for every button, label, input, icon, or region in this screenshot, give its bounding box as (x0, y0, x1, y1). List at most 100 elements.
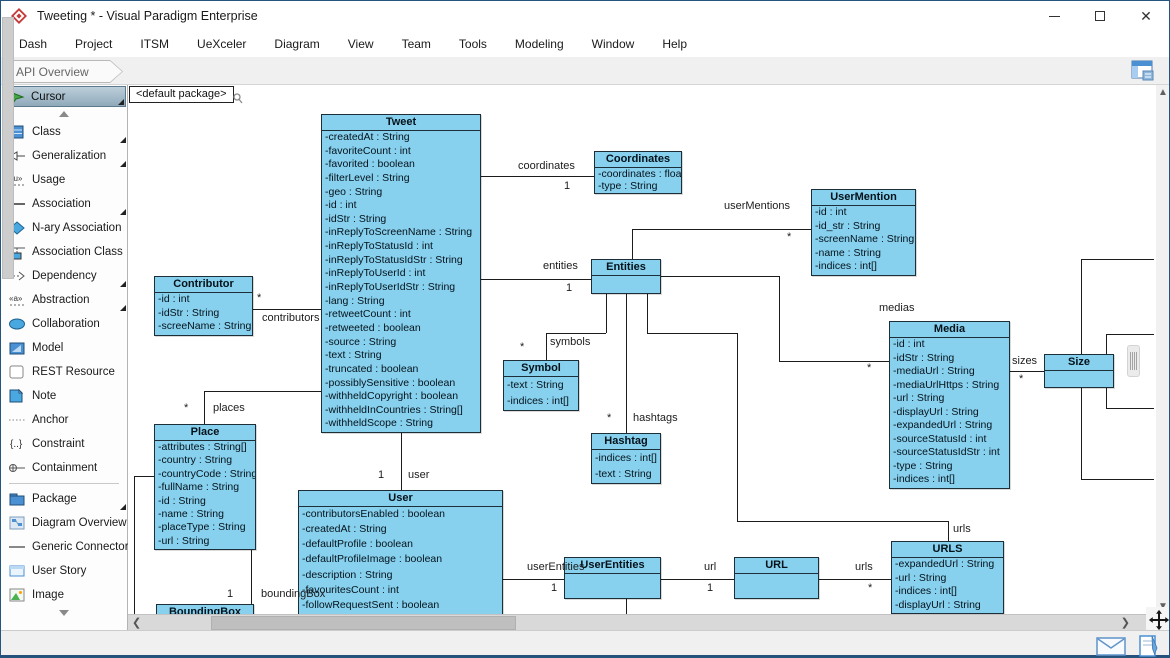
minimize-button[interactable] (1031, 1, 1077, 31)
menu-item-dash[interactable]: Dash (19, 37, 48, 51)
tab-api-overview[interactable]: API Overview (7, 60, 123, 83)
connector-place-left-route[interactable] (134, 476, 135, 614)
class-coordinates[interactable]: Coordinates-coordinates : float[]-type :… (594, 151, 682, 194)
class-urls[interactable]: URLS-expandedUrl : String-url : String-i… (891, 541, 1004, 614)
class-place[interactable]: Place-attributes : String[]-country : St… (154, 424, 256, 550)
class-media[interactable]: Media-id : int-idStr : String-mediaUrl :… (889, 321, 1010, 489)
connector-place-left-route[interactable] (134, 476, 154, 477)
toolbox-scroll-down[interactable] (1, 607, 127, 619)
connector-route-right-a[interactable] (1081, 259, 1154, 260)
message-log-icon[interactable] (1138, 634, 1159, 658)
menu-item-team[interactable]: Team (401, 37, 431, 51)
menu-item-modeling[interactable]: Modeling (514, 37, 564, 51)
class-attribute: -inReplyToStatusId : int (325, 240, 433, 253)
scroll-left-arrow[interactable]: ❮ (132, 617, 142, 629)
toolbox-item-package[interactable]: Package (1, 487, 127, 511)
menu-item-uexceler[interactable]: UeXceler (197, 37, 247, 51)
connector-entities-medias[interactable] (661, 276, 779, 277)
menu-item-itsm[interactable]: ITSM (140, 37, 170, 51)
menu-item-project[interactable]: Project (75, 37, 113, 51)
connector-user-userentities[interactable] (503, 579, 564, 580)
connector-tweet-coordinates[interactable] (481, 176, 594, 177)
connector-entities-urls[interactable] (737, 333, 738, 521)
connector-media-sizes[interactable] (1010, 371, 1044, 372)
toolbox-item-diagram-overview[interactable]: Diagram Overview (1, 511, 127, 535)
class-entities[interactable]: Entities (591, 259, 661, 294)
connector-entities-urls[interactable] (948, 521, 949, 541)
toolbox-item-containment[interactable]: Containment (1, 456, 127, 480)
scroll-right-arrow[interactable]: ❯ (1120, 617, 1130, 629)
connector-entities-urls[interactable] (647, 333, 737, 334)
connector-entities-usermentions[interactable] (632, 229, 811, 230)
vertical-scrollbar[interactable]: ▲ ▼ (1156, 85, 1169, 614)
connector-tweet-places[interactable] (204, 391, 205, 424)
connector-entities-urls[interactable] (647, 294, 648, 333)
toolbox-item-usage[interactable]: «u»Usage (1, 168, 127, 192)
toolbox-item-rest-resource[interactable]: REST Resource (1, 360, 127, 384)
toolbox-item-dependency[interactable]: Dependency (1, 264, 127, 288)
class-boundingbox[interactable]: BoundingBox (156, 604, 254, 614)
mail-icon[interactable] (1096, 636, 1126, 656)
connector-entities-symbols[interactable] (606, 294, 607, 333)
class-hashtag[interactable]: Hashtag-indices : int[]-text : String (591, 433, 661, 484)
horizontal-scrollbar-thumb[interactable] (211, 616, 516, 630)
connector-tweet-user[interactable] (401, 433, 402, 490)
connector-place-boundingbox[interactable] (251, 550, 252, 604)
diagram-canvas[interactable]: <default package> Tweet-createdAt : Stri… (128, 85, 1156, 614)
close-button[interactable]: ✕ (1140, 8, 1152, 24)
connector-tweet-entities[interactable] (481, 279, 591, 280)
scroll-up-arrow[interactable]: ▲ (1158, 87, 1168, 98)
horizontal-scrollbar[interactable]: ❮ ❯ (128, 614, 1156, 630)
menu-item-tools[interactable]: Tools (458, 37, 487, 51)
connector-tweet-contributors[interactable] (253, 309, 321, 310)
connector-entities-symbols[interactable] (546, 333, 606, 334)
toolbox-item-abstraction[interactable]: «a»Abstraction (1, 288, 127, 312)
menu-item-window[interactable]: Window (591, 37, 635, 51)
menu-item-diagram[interactable]: Diagram (274, 37, 320, 51)
toolbox-item-note[interactable]: Note (1, 384, 127, 408)
toolbox-item-cursor[interactable]: Cursor (2, 86, 126, 107)
toolbox-scroll-up[interactable] (1, 108, 127, 120)
class-userentities[interactable]: UserEntities (564, 557, 661, 599)
connector-entities-symbols[interactable] (546, 333, 547, 360)
vertical-scrollbar-thumb[interactable] (2, 17, 14, 279)
toolbox-item-user-story[interactable]: User Story (1, 559, 127, 583)
connector-route-right-b[interactable] (1106, 408, 1154, 409)
menu-item-view[interactable]: View (347, 37, 374, 51)
toolbox-item-class[interactable]: Class (1, 120, 127, 144)
toolbox-item-model[interactable]: Model (1, 336, 127, 360)
toolbox-item-collaboration[interactable]: Collaboration (1, 312, 127, 336)
class-symbol[interactable]: Symbol-text : String-indices : int[] (503, 360, 579, 411)
class-size[interactable]: Size (1044, 354, 1114, 388)
connector-route-right-a[interactable] (1081, 479, 1154, 480)
menu-item-help[interactable]: Help (662, 37, 687, 51)
class-contributor[interactable]: Contributor-id : int-idStr : String-scre… (154, 276, 253, 336)
connector-route-right-b[interactable] (1106, 334, 1154, 335)
toolbox-item-n-ary-association[interactable]: N-ary Association (1, 216, 127, 240)
pan-tool-icon[interactable] (1146, 607, 1169, 633)
connector-entities-usermentions[interactable] (632, 229, 633, 259)
connector-userentities-down[interactable] (626, 599, 627, 614)
maximize-button[interactable] (1077, 1, 1123, 31)
toolbox-item-constraint[interactable]: {..}Constraint (1, 432, 127, 456)
connector-entities-hashtags[interactable] (626, 294, 627, 433)
connector-url-urls[interactable] (819, 579, 891, 580)
class-tweet[interactable]: Tweet-createdAt : String-favoriteCount :… (321, 114, 481, 433)
class-user[interactable]: User-contributorsEnabled : boolean-creat… (298, 490, 503, 614)
connector-entities-urls[interactable] (737, 521, 948, 522)
toolbox-item-association-class[interactable]: Association Class (1, 240, 127, 264)
toolbox-item-anchor[interactable]: Anchor (1, 408, 127, 432)
connector-entities-medias[interactable] (779, 276, 780, 361)
connector-entities-medias[interactable] (779, 361, 889, 362)
panel-layout-icon[interactable] (1131, 60, 1155, 81)
panel-grip-handle[interactable] (1127, 345, 1140, 377)
toolbox-item-association[interactable]: Association (1, 192, 127, 216)
class-usermention[interactable]: UserMention-id : int-id_str : String-scr… (811, 189, 916, 276)
toolbox-item-generic-connector[interactable]: Generic Connector (1, 535, 129, 559)
toolbox-item-generalization[interactable]: Generalization (1, 144, 127, 168)
connector-tweet-places[interactable] (204, 391, 321, 392)
toolbox-item-image[interactable]: Image (1, 583, 127, 607)
connector-userentities-url[interactable] (661, 579, 734, 580)
class-url[interactable]: URL (734, 557, 819, 599)
scroll-down-arrow[interactable]: ▼ (1156, 601, 1169, 612)
